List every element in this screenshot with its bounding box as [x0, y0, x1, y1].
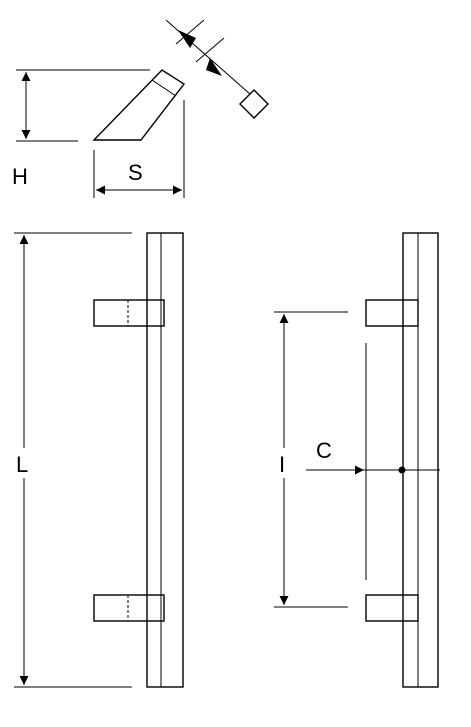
center-top-standoff [365, 299, 419, 327]
l-label: L [16, 452, 28, 477]
section-arrowhead-2 [206, 58, 222, 76]
angled-bar-outline [92, 69, 186, 141]
section-dimension-line [165, 19, 251, 95]
section-tick-2 [195, 37, 225, 63]
side-view-group: L [14, 232, 184, 688]
bottom-standoff [93, 594, 165, 622]
section-arrowhead-1 [178, 30, 196, 48]
section-tick-1 [175, 19, 205, 45]
h-label: H [12, 164, 28, 189]
side-bar-outer [146, 232, 184, 688]
s-label: S [128, 160, 143, 185]
i-label: I [279, 452, 285, 477]
center-bar-outer [402, 232, 439, 688]
l-label-gap [14, 448, 36, 478]
center-bottom-standoff [365, 594, 419, 622]
end-view-group: H S [12, 19, 269, 198]
center-point [398, 466, 406, 474]
square-section-icon [239, 89, 269, 119]
c-label: C [316, 438, 332, 463]
angled-bar-cap-line [151, 79, 177, 97]
top-standoff [93, 299, 165, 327]
center-view-group: I C [274, 232, 440, 688]
i-label-gap [276, 448, 292, 478]
